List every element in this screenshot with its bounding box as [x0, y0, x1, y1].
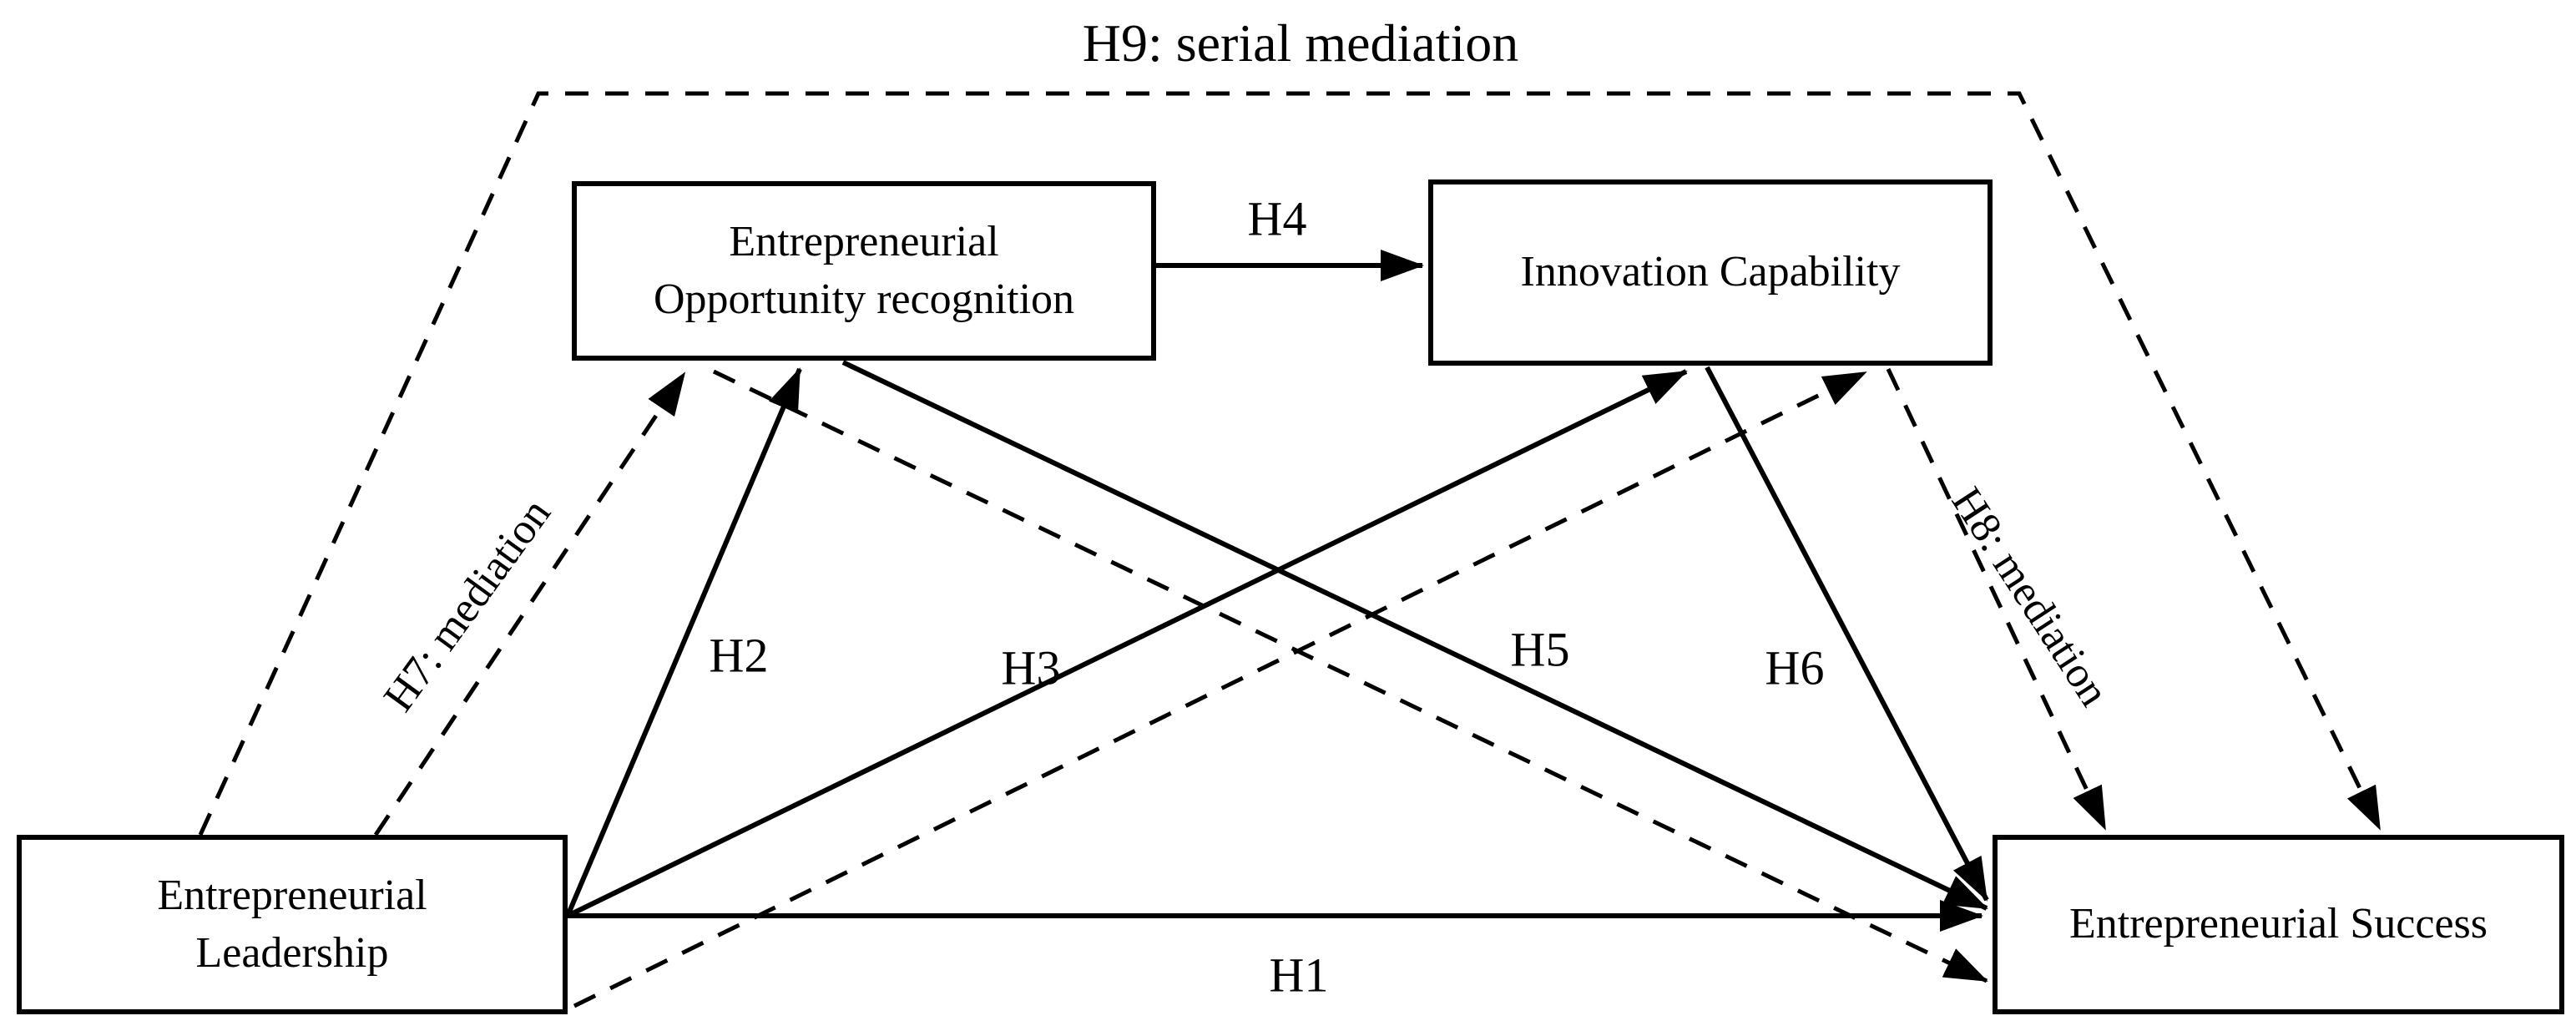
- h4-label: H4: [1247, 191, 1307, 246]
- h2-arrow: [565, 367, 802, 917]
- h2-label: H2: [709, 628, 769, 683]
- box-label: Leadership: [195, 928, 389, 977]
- h7-mediation-arrow-leadership-to-opportunity: [373, 371, 687, 836]
- h9-serial-mediation-arrow: [198, 91, 2382, 836]
- box-label: Entrepreneurial Success: [2068, 900, 2488, 948]
- h6-label: H6: [1765, 640, 1825, 695]
- box-entrepreneurial-success: Entrepreneurial Success: [1993, 835, 2564, 1014]
- box-label: Entrepreneurial: [729, 217, 999, 265]
- h5-label: H5: [1510, 622, 1570, 677]
- box-label: Entrepreneurial: [157, 871, 427, 919]
- h5-arrow: [841, 360, 1988, 911]
- box-innovation-capability: Innovation Capability: [1428, 179, 1993, 366]
- box-label: Opportunity recognition: [653, 275, 1075, 323]
- box-label: Innovation Capability: [1520, 248, 1901, 296]
- h1-label: H1: [1269, 948, 1329, 1003]
- h9-serial-mediation-label: H9: serial mediation: [1082, 13, 1519, 73]
- h3-arrow: [566, 369, 1688, 918]
- box-entrepreneurial-opportunity-recognition: Entrepreneurial Opportunity recognition: [572, 181, 1156, 361]
- h3-label: H3: [1001, 640, 1061, 695]
- h7-mediation-arrow-opportunity-to-success: [712, 369, 1988, 983]
- box-entrepreneurial-leadership: Entrepreneurial Leadership: [17, 835, 568, 1014]
- h8-mediation-arrow-leadership-to-innovation: [573, 370, 1867, 1008]
- h6-arrow: [1705, 366, 1989, 902]
- h8-mediation-arrow-innovation-to-success: [1886, 367, 2108, 831]
